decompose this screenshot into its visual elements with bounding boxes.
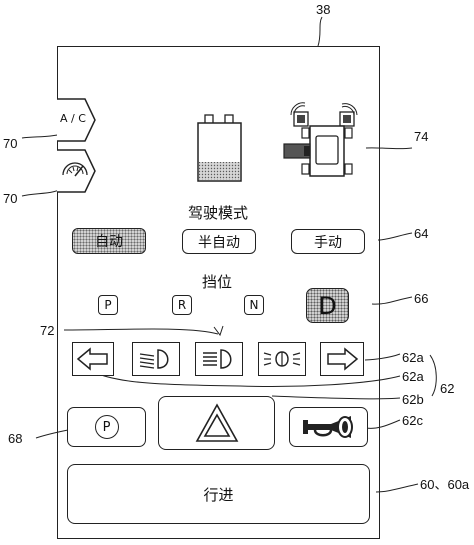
low-beam-button[interactable] (132, 342, 180, 376)
left-turn-button[interactable] (72, 342, 114, 376)
driving-mode-title: 驾驶模式 (188, 204, 249, 222)
horn-button[interactable] (289, 407, 368, 447)
ref-62c: 62c (402, 413, 423, 428)
parking-circle: P (94, 415, 119, 439)
gear-n-label: N (249, 298, 259, 312)
gear-d-label: D (318, 291, 337, 320)
mode-manual-label: 手动 (314, 234, 342, 251)
right-turn-arrow-icon (327, 347, 359, 371)
position-light-icon (263, 351, 301, 367)
gear-r-button[interactable]: R (172, 295, 192, 315)
mode-auto-button[interactable]: 自动 (72, 228, 146, 254)
parking-button[interactable]: P (67, 407, 146, 447)
device-frame (57, 46, 380, 539)
ref-62b: 62b (402, 392, 424, 407)
ac-tab-shape (57, 98, 96, 142)
horn-icon (302, 416, 353, 438)
hazard-triangle-icon (195, 403, 238, 442)
gear-r-label: R (177, 298, 187, 312)
ac-tab-ref: 70 (3, 136, 18, 151)
gear-ref: 66 (414, 291, 429, 306)
mode-auto-label: 自动 (95, 234, 123, 250)
ref-62a-top: 62a (402, 350, 424, 365)
device-ref: 38 (316, 2, 331, 17)
ac-label: A / C (60, 112, 86, 125)
indicator-ref: 72 (40, 323, 55, 338)
gear-p-label: P (104, 298, 112, 312)
ref-60: 60、60a (420, 477, 470, 492)
left-turn-arrow-icon (76, 347, 108, 371)
gear-p-button[interactable]: P (98, 295, 118, 315)
gear-title: 挡位 (202, 273, 233, 291)
ac-tab[interactable]: A / C (57, 97, 97, 143)
battery-icon (197, 114, 242, 182)
mode-ref: 64 (414, 226, 429, 241)
gear-n-button[interactable]: N (244, 295, 264, 315)
right-turn-button[interactable] (320, 342, 364, 376)
high-beam-button[interactable] (195, 342, 243, 376)
high-beam-icon (203, 349, 232, 369)
wiper-tab-ref: 70 (3, 191, 18, 206)
mode-manual-button[interactable]: 手动 (291, 229, 365, 254)
wiper-tab-shape (57, 149, 96, 193)
ref-62a-bottom: 62a (402, 369, 424, 384)
ref-62: 62 (440, 381, 455, 396)
hazard-button[interactable] (158, 396, 275, 450)
position-light-button[interactable] (258, 342, 306, 376)
go-button[interactable]: 行进 (67, 464, 370, 524)
ref-68: 68 (8, 431, 23, 446)
wiper-icon (62, 162, 88, 177)
top-indicator-ref: 74 (414, 129, 429, 144)
mode-semi-auto-button[interactable]: 半自动 (182, 229, 256, 254)
mode-semi-auto-label: 半自动 (198, 234, 240, 251)
wiper-tab[interactable] (57, 148, 97, 194)
parking-label: P (102, 419, 111, 435)
vehicle-sensor-icon (283, 102, 358, 177)
gear-d-button[interactable]: D (306, 288, 349, 323)
low-beam-icon (139, 349, 169, 369)
go-label: 行进 (203, 485, 234, 504)
